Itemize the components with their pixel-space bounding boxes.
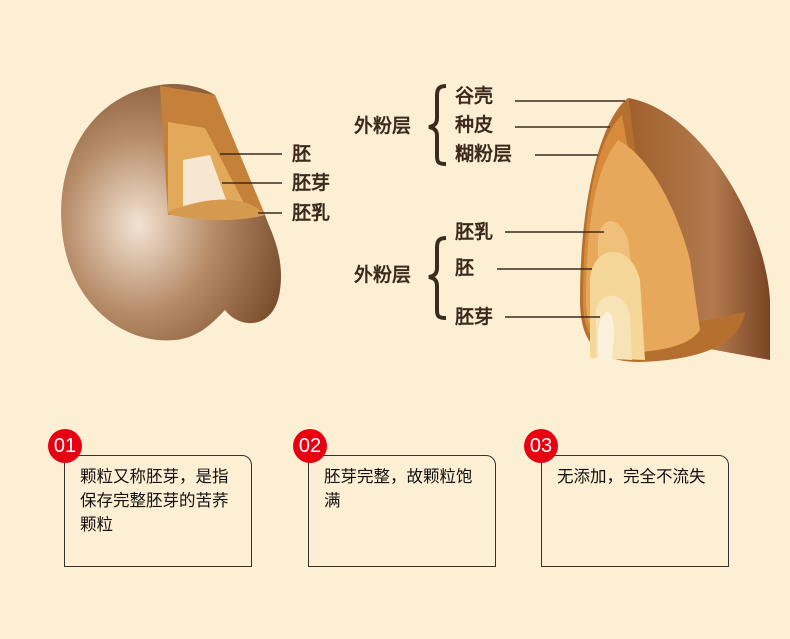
label-husk: 谷壳	[455, 85, 494, 107]
card-text: 颗粒又称胚芽，是指保存完整胚芽的苦荞颗粒	[80, 467, 229, 534]
group-title-outer: 外粉层	[354, 115, 412, 137]
card-text: 胚芽完整，故颗粒饱满	[324, 467, 473, 510]
label-germ-right: 胚芽	[455, 306, 494, 328]
label-endosperm: 胚乳	[292, 202, 331, 224]
card-text: 无添加，完全不流失	[557, 467, 706, 486]
brace-icon	[428, 236, 447, 320]
group-title-inner: 外粉层	[354, 264, 412, 286]
number-badge: 02	[293, 429, 327, 463]
number-badge: 01	[48, 429, 82, 463]
left-seed	[61, 84, 282, 341]
feature-card-1: 颗粒又称胚芽，是指保存完整胚芽的苦荞颗粒	[64, 455, 252, 567]
brace-icon	[428, 84, 447, 166]
label-seed-coat: 种皮	[455, 114, 494, 136]
number-badge: 03	[524, 429, 558, 463]
label-embryo-right: 胚	[455, 257, 475, 279]
feature-card-3: 无添加，完全不流失	[541, 455, 729, 567]
label-endosperm-right: 胚乳	[455, 221, 494, 243]
right-seed	[497, 98, 770, 362]
label-aleurone: 糊粉层	[455, 143, 513, 165]
feature-card-2: 胚芽完整，故颗粒饱满	[308, 455, 496, 567]
label-germ: 胚芽	[292, 172, 331, 194]
label-embryo: 胚	[292, 143, 312, 165]
